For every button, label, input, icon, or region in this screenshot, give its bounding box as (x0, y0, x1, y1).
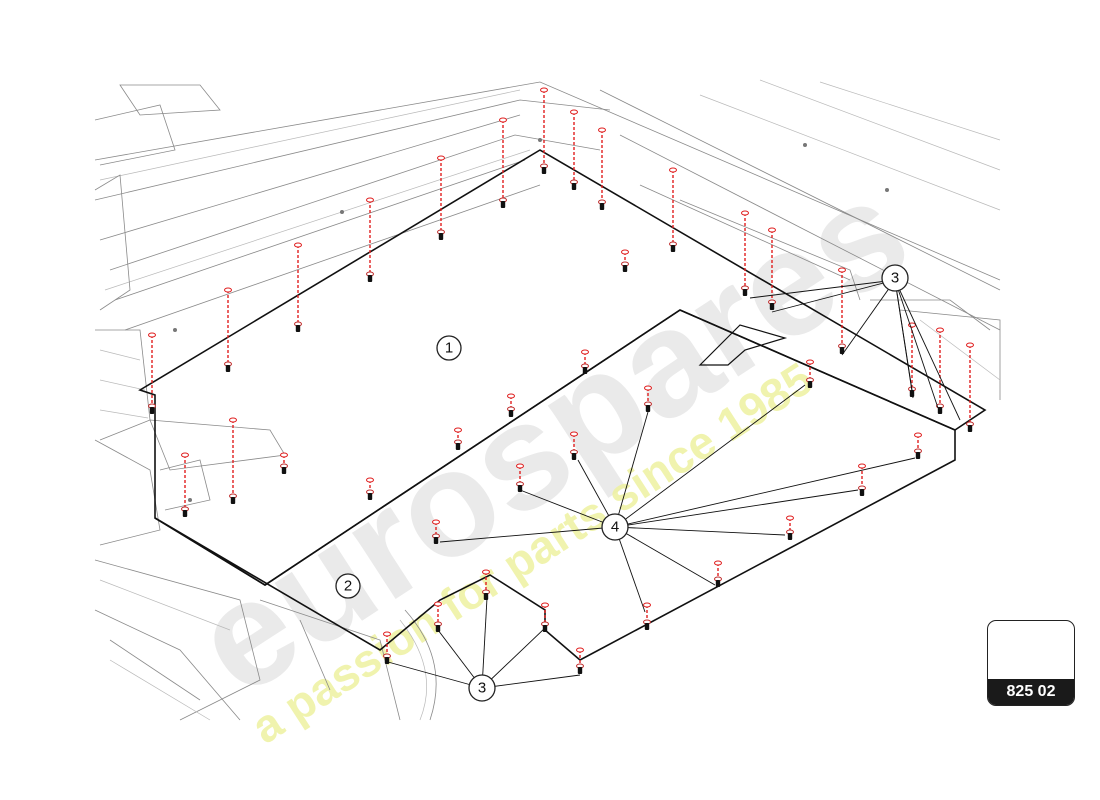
callout-3-right: 3 (881, 264, 909, 292)
fastener-bolt (838, 267, 846, 354)
fastener-bolt (229, 417, 237, 504)
fastener-bolt (148, 332, 156, 414)
callout-2-label: 2 (344, 578, 352, 595)
fastener-bolt (499, 117, 507, 208)
page-reference-badge: 825 02 (987, 620, 1075, 706)
fastener-bolt (541, 602, 549, 632)
callout-4-label: 4 (611, 519, 619, 536)
fastener-bolt (570, 431, 578, 460)
fastener-bolt (621, 249, 629, 272)
fastener-bolt (507, 393, 515, 417)
fastener-bolt (806, 359, 814, 388)
fastener-bolt (786, 515, 794, 540)
callout-3-bottom-label: 3 (478, 680, 486, 697)
fastener-bolt (669, 167, 677, 252)
fastener-bolt (741, 210, 749, 296)
fastener-bolt (383, 631, 391, 664)
fastener-bolt (581, 349, 589, 374)
fastener-bolt (482, 569, 490, 600)
fastener-bolt (540, 87, 548, 174)
fastener-bolt (576, 647, 584, 674)
fastener-bolt (908, 322, 916, 397)
fastener-bolt (366, 477, 374, 500)
fastener-bolt (643, 602, 651, 630)
fastener-bolt (280, 452, 288, 474)
fastener-bolt (714, 560, 722, 587)
leaders-3-right (749, 279, 961, 421)
callout-3-right-label: 3 (891, 270, 899, 287)
fastener-bolt (224, 287, 232, 372)
callout-1: 1 (436, 335, 462, 361)
fastener-bolt (644, 385, 652, 412)
page-reference-number: 825 02 (988, 679, 1074, 705)
fastener-bolt (437, 155, 445, 240)
fastener-bolt (454, 427, 462, 450)
callout-4: 4 (601, 513, 629, 541)
callout-1-label: 1 (445, 340, 453, 357)
fastener-bolt (966, 342, 974, 432)
vehicle-structure (94, 79, 1001, 721)
fastener-bolt (366, 197, 374, 282)
fastener-bolt (936, 327, 944, 414)
panel-2-outline (154, 309, 956, 661)
watermark-brand: eurospares (166, 145, 936, 726)
fastener-bolt (434, 601, 442, 632)
leaders-4 (439, 384, 916, 613)
fastener-bolt (294, 242, 302, 332)
fastener-bolt (598, 127, 606, 210)
callout-3-bottom: 3 (468, 674, 496, 702)
fastener-bolt (768, 227, 776, 310)
fastener-bolt (432, 519, 440, 544)
callout-2: 2 (335, 573, 361, 599)
fastener-bolt (858, 463, 866, 496)
fastener-bolt (181, 452, 189, 517)
fastener-bolt (914, 432, 922, 459)
fastener-group (148, 87, 974, 674)
fastener-bolt (570, 109, 578, 190)
